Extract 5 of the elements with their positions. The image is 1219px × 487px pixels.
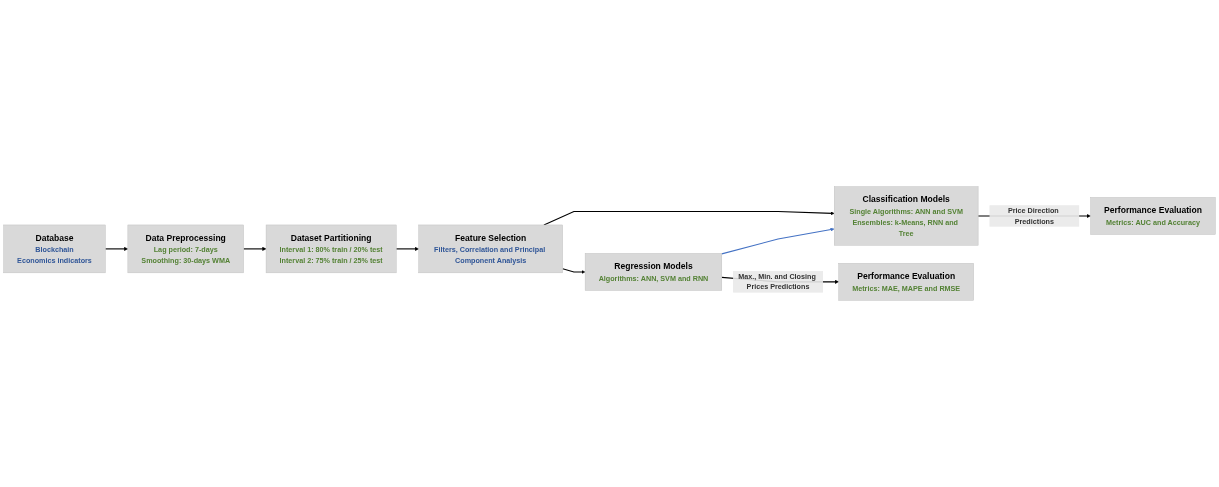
arrow xyxy=(243,246,267,251)
arrow xyxy=(104,246,129,251)
arrow xyxy=(562,268,586,274)
arrow xyxy=(721,227,835,255)
arrow xyxy=(395,246,419,251)
